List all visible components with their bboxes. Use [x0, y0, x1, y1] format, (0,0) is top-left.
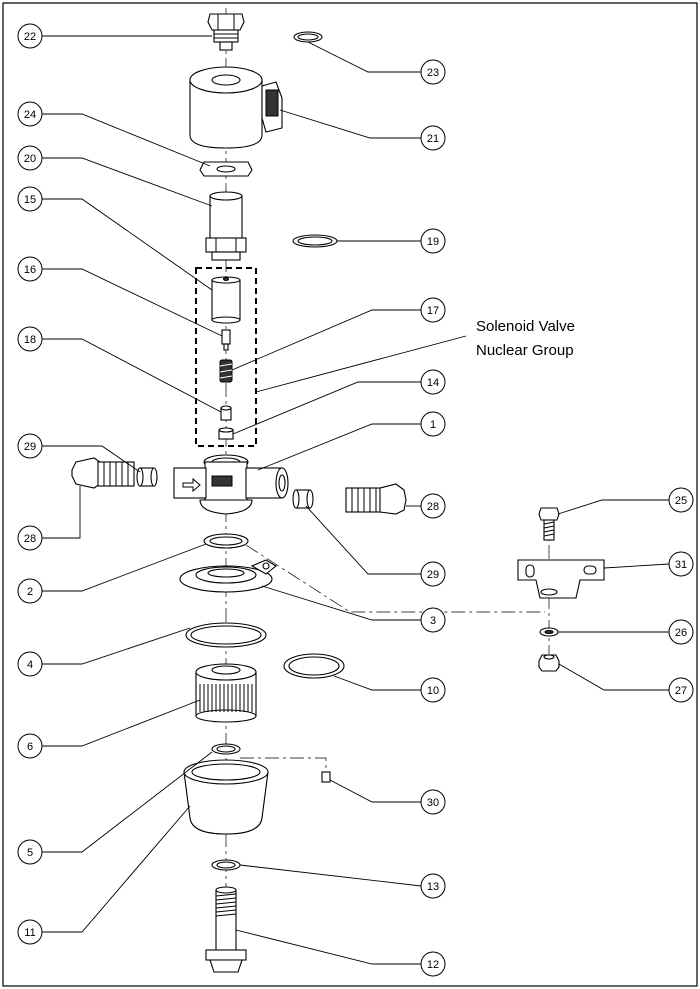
part-29-right-sleeve — [292, 489, 314, 509]
callout-26: 26 — [558, 619, 694, 645]
nuclear-group-label-line2: Nuclear Group — [476, 342, 574, 359]
callout-20: 20 — [17, 145, 213, 207]
svg-text:25: 25 — [675, 495, 687, 507]
part-6-filter — [195, 663, 257, 723]
part-14-seal — [218, 427, 234, 440]
part-30-plug — [321, 771, 331, 783]
callout-29-left: 29 — [17, 433, 141, 473]
svg-text:28: 28 — [427, 501, 439, 513]
svg-text:18: 18 — [24, 334, 36, 346]
svg-text:21: 21 — [427, 133, 439, 145]
callout-15: 15 — [17, 186, 213, 291]
svg-text:16: 16 — [24, 264, 36, 276]
callout-24: 24 — [17, 101, 211, 167]
part-20-tube — [205, 191, 247, 261]
nuclear-group-label-line1: Solenoid Valve — [476, 318, 575, 335]
svg-text:2: 2 — [27, 586, 33, 598]
callout-11: 11 — [17, 805, 191, 945]
svg-text:29: 29 — [427, 569, 439, 581]
part-11-bowl — [183, 759, 269, 835]
part-16-pin — [221, 329, 231, 351]
part-4-oring-inner — [190, 625, 262, 645]
part-2-oring-inner — [209, 536, 243, 546]
callout-27: 27 — [558, 663, 694, 703]
part-10-oring-inner — [288, 656, 340, 676]
callout-18: 18 — [17, 326, 222, 413]
callout-17: 17 — [231, 297, 446, 371]
callout-22: 22 — [17, 23, 212, 49]
callout-10: 10 — [333, 675, 446, 703]
part-3-cover — [179, 559, 277, 593]
callout-23: 23 — [307, 41, 446, 85]
callout-16: 16 — [17, 256, 223, 337]
svg-text:13: 13 — [427, 881, 439, 893]
callout-31: 31 — [603, 551, 694, 577]
callout-25: 25 — [557, 487, 694, 515]
svg-text:29: 29 — [24, 441, 36, 453]
callout-28-right: 28 — [406, 493, 446, 519]
callout-5: 5 — [17, 751, 213, 865]
svg-text:17: 17 — [427, 305, 439, 317]
svg-text:31: 31 — [675, 559, 687, 571]
part-19-oring-inner — [297, 236, 333, 246]
nuclear-group-box — [195, 267, 257, 447]
svg-text:5: 5 — [27, 847, 33, 859]
plug-axis — [240, 757, 327, 773]
part-22-nut — [207, 13, 245, 51]
svg-text:20: 20 — [24, 153, 36, 165]
part-24-gasket — [199, 161, 253, 177]
svg-text:24: 24 — [24, 109, 36, 121]
callout-30: 30 — [329, 779, 446, 815]
part-18-piston — [220, 405, 232, 421]
part-28-left-fitting — [71, 457, 135, 489]
callout-3: 3 — [261, 585, 446, 633]
svg-text:26: 26 — [675, 627, 687, 639]
part-15-plunger — [211, 276, 241, 324]
part-5-oring-inner — [216, 745, 236, 753]
bracket-axis — [245, 544, 545, 613]
svg-text:22: 22 — [24, 31, 36, 43]
callout-1: 1 — [257, 411, 446, 471]
callout-14: 14 — [232, 369, 446, 435]
callout-29-right: 29 — [305, 505, 446, 587]
part-1-valve-body — [173, 454, 289, 515]
svg-text:11: 11 — [24, 927, 35, 939]
part-27-nut — [538, 654, 560, 672]
callout-4: 4 — [17, 627, 191, 677]
part-23-oring-inner — [297, 33, 319, 41]
svg-text:12: 12 — [427, 959, 439, 971]
part-28-right-fitting — [345, 483, 407, 515]
callout-28-left: 28 — [17, 486, 81, 551]
part-13-oring-inner — [216, 861, 236, 869]
callout-19: 19 — [337, 228, 446, 254]
svg-text:6: 6 — [27, 741, 33, 753]
part-26-washer-hole — [544, 630, 554, 634]
part-17-spring — [219, 359, 233, 383]
part-25-bolt — [538, 507, 560, 541]
part-12-drain-screw — [205, 886, 247, 973]
callout-2: 2 — [17, 543, 207, 604]
svg-text:15: 15 — [24, 194, 36, 206]
svg-text:4: 4 — [27, 659, 33, 671]
callout-12: 12 — [235, 929, 446, 977]
nuclear-group-leader — [255, 335, 467, 393]
svg-text:1: 1 — [430, 419, 436, 431]
callout-21: 21 — [279, 109, 446, 151]
callout-13: 13 — [239, 864, 446, 899]
part-21-coil — [189, 66, 283, 149]
svg-text:23: 23 — [427, 67, 439, 79]
svg-text:30: 30 — [427, 797, 439, 809]
svg-text:27: 27 — [675, 685, 687, 697]
svg-text:28: 28 — [24, 533, 36, 545]
svg-text:19: 19 — [427, 236, 439, 248]
svg-text:14: 14 — [427, 377, 439, 389]
svg-text:10: 10 — [427, 685, 439, 697]
svg-text:3: 3 — [430, 615, 436, 627]
part-31-bracket — [517, 559, 605, 599]
callout-6: 6 — [17, 699, 201, 759]
part-29-left-sleeve — [136, 467, 158, 487]
